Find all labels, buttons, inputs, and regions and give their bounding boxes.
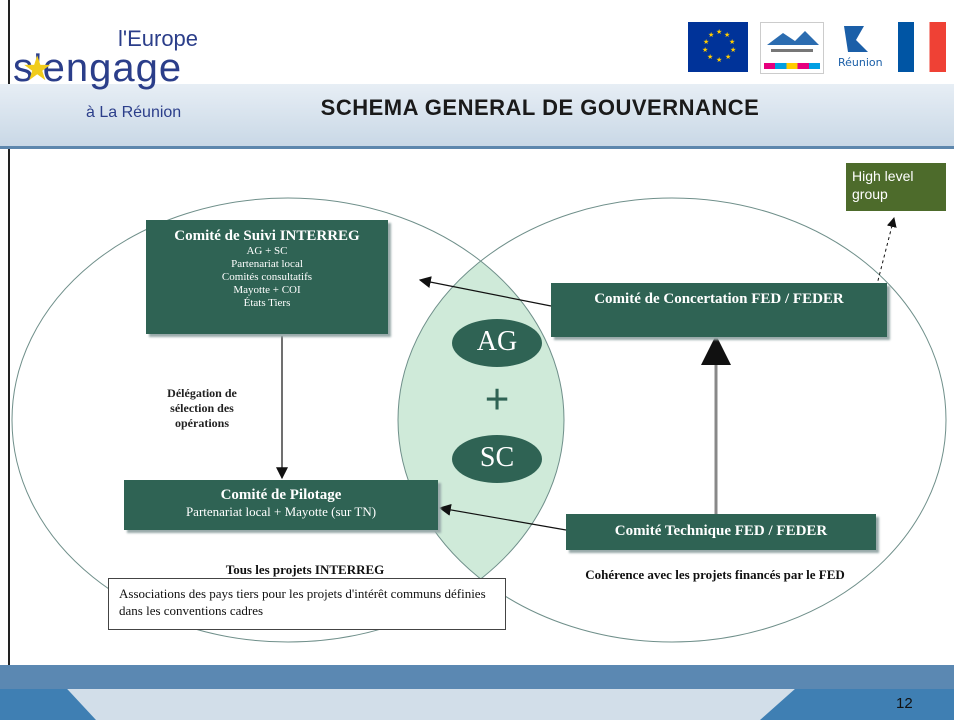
slide-border [8, 0, 10, 690]
svg-text:★: ★ [708, 31, 714, 39]
partner-logos: ★★★★ ★★★★ ★★ Réunion [688, 22, 954, 78]
comite-suivi-title: Comité de Suivi INTERREG [174, 228, 360, 244]
departement-reunion-icon: Réunion [834, 22, 884, 72]
comite-suivi-box: Comité de Suivi INTERREG AG + SC Partena… [146, 220, 388, 334]
comite-technique-box: Comité Technique FED / FEDER [566, 514, 876, 550]
svg-text:★: ★ [730, 46, 736, 54]
page-number: 12 [896, 695, 913, 712]
header-divider [0, 146, 954, 149]
comite-technique-title: Comité Technique FED / FEDER [614, 523, 828, 539]
ag-label: AG [476, 326, 518, 357]
svg-text:★: ★ [702, 46, 708, 54]
left-ellipse [11, 197, 565, 643]
right-ellipse [397, 197, 947, 643]
footer-bar [0, 665, 954, 689]
plus-label: + [484, 375, 510, 424]
footer [0, 665, 954, 720]
eu-flag-icon: ★★★★ ★★★★ ★★ [688, 22, 748, 72]
star-icon: ★ [22, 50, 53, 88]
europe-engage-logo: l'Europe s'engage ★ à La Réunion [8, 16, 218, 134]
comite-suivi-line: Partenariat local [231, 258, 303, 270]
sc-label: SC [479, 442, 515, 473]
svg-text:★: ★ [729, 38, 735, 46]
comite-suivi-line: AG + SC [246, 245, 288, 257]
comite-suivi-line: Mayotte + COI [233, 284, 301, 296]
svg-text:★: ★ [716, 56, 722, 64]
ag-oval [452, 319, 542, 367]
logo-line1: l'Europe [118, 26, 199, 51]
svg-text:★: ★ [716, 28, 722, 36]
svg-text:★: ★ [725, 53, 731, 61]
comite-suivi-line: Comités consultatifs [221, 271, 313, 283]
comite-pilotage-title: Comité de Pilotage [220, 487, 342, 503]
header-band [0, 84, 954, 146]
high-level-group-box: High level group [846, 163, 946, 211]
delegation-label: Délégation de sélection des opérations [167, 386, 237, 430]
logo-line2: s'engage [13, 46, 183, 90]
comite-concertation-title: Comité de Concertation FED / FEDER [594, 291, 844, 307]
svg-text:★: ★ [724, 31, 730, 39]
note-box: Associations des pays tiers pour les pro… [108, 578, 506, 630]
region-reunion-icon [760, 22, 824, 74]
arrow-technique-to-pilotage [438, 503, 567, 531]
page-title: SCHEMA GENERAL DE GOUVERNANCE [320, 95, 760, 120]
left-caption: Tous les projets INTERREG [225, 562, 385, 577]
arrow-concertation-to-suivi [418, 276, 552, 307]
comite-concertation-box: Comité de Concertation FED / FEDER [551, 283, 887, 337]
svg-text:Réunion: Réunion [838, 56, 883, 69]
svg-text:★: ★ [703, 38, 709, 46]
comite-pilotage-box: Comité de Pilotage Partenariat local + M… [124, 480, 438, 530]
republique-francaise-icon [898, 22, 946, 72]
sc-oval [452, 435, 542, 483]
logo-line3: à La Réunion [86, 104, 182, 121]
footer-tab-right [760, 689, 954, 720]
svg-text:★: ★ [707, 53, 713, 61]
comite-pilotage-subtitle: Partenariat local + Mayotte (sur TN) [185, 504, 377, 519]
right-caption: Cohérence avec les projets financés par … [585, 567, 845, 582]
comite-suivi-line: États Tiers [243, 297, 291, 309]
